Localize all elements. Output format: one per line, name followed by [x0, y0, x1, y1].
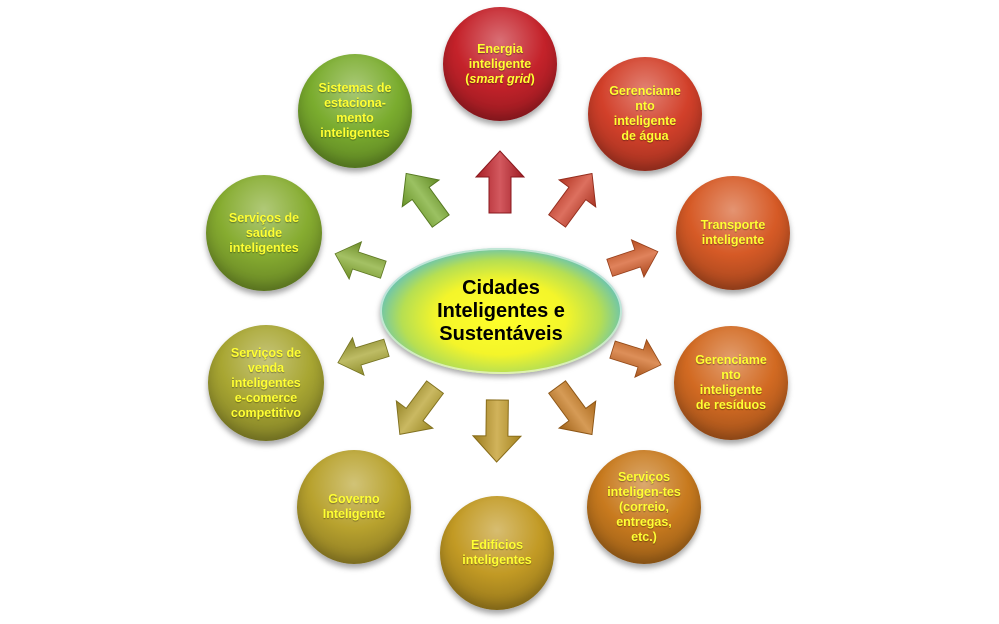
- arrow-residuos: [609, 338, 662, 379]
- node-label-energia: Energia inteligente (smart grid): [465, 41, 535, 86]
- node-label-governo: Governo Inteligente: [322, 492, 386, 521]
- node-servicos: Serviços inteligen-tes (correio, entrega…: [587, 450, 701, 564]
- arrow-governo: [395, 380, 445, 435]
- arrow-servicos: [548, 380, 597, 436]
- node-venda: Serviços de venda inteligentes e-comerce…: [208, 325, 324, 441]
- arrow-estacionamento: [401, 172, 450, 228]
- arrow-energia: [474, 150, 526, 214]
- node-energia: Energia inteligente (smart grid): [443, 7, 557, 121]
- arrow-saude: [334, 241, 387, 281]
- node-edificios: Edifícios inteligentes: [440, 496, 554, 610]
- node-governo: Governo Inteligente: [297, 450, 411, 564]
- arrow-transporte: [606, 239, 659, 279]
- arrow-edificios: [471, 399, 523, 463]
- center-label: Cidades Inteligentes e Sustentáveis: [437, 276, 565, 345]
- center-ellipse: Cidades Inteligentes e Sustentáveis: [380, 248, 622, 374]
- node-label-saude: Serviços de saúde inteligentes: [228, 210, 300, 255]
- node-label-transporte: Transporte inteligente: [700, 218, 766, 247]
- node-label-italic-energia: smart grid: [469, 71, 531, 86]
- node-estacionamento: Sistemas de estaciona- mento inteligente…: [298, 54, 412, 168]
- arrow-venda: [337, 336, 390, 377]
- node-agua: Gerenciame nto inteligente de água: [588, 57, 702, 171]
- node-label-edificios: Edifícios inteligentes: [462, 538, 532, 567]
- node-saude: Serviços de saúde inteligentes: [206, 175, 322, 291]
- node-residuos: Gerenciame nto inteligente de resíduos: [674, 326, 788, 440]
- node-label-venda: Serviços de venda inteligentes e-comerce…: [230, 345, 302, 420]
- node-label-residuos: Gerenciame nto inteligente de resíduos: [695, 353, 767, 412]
- node-label-agua: Gerenciame nto inteligente de água: [609, 84, 681, 143]
- node-transporte: Transporte inteligente: [676, 176, 790, 290]
- arrow-agua: [548, 172, 597, 228]
- node-label-servicos: Serviços inteligen-tes (correio, entrega…: [607, 469, 681, 544]
- node-label-estacionamento: Sistemas de estaciona- mento inteligente…: [318, 81, 392, 140]
- arrows-layer: [334, 150, 662, 463]
